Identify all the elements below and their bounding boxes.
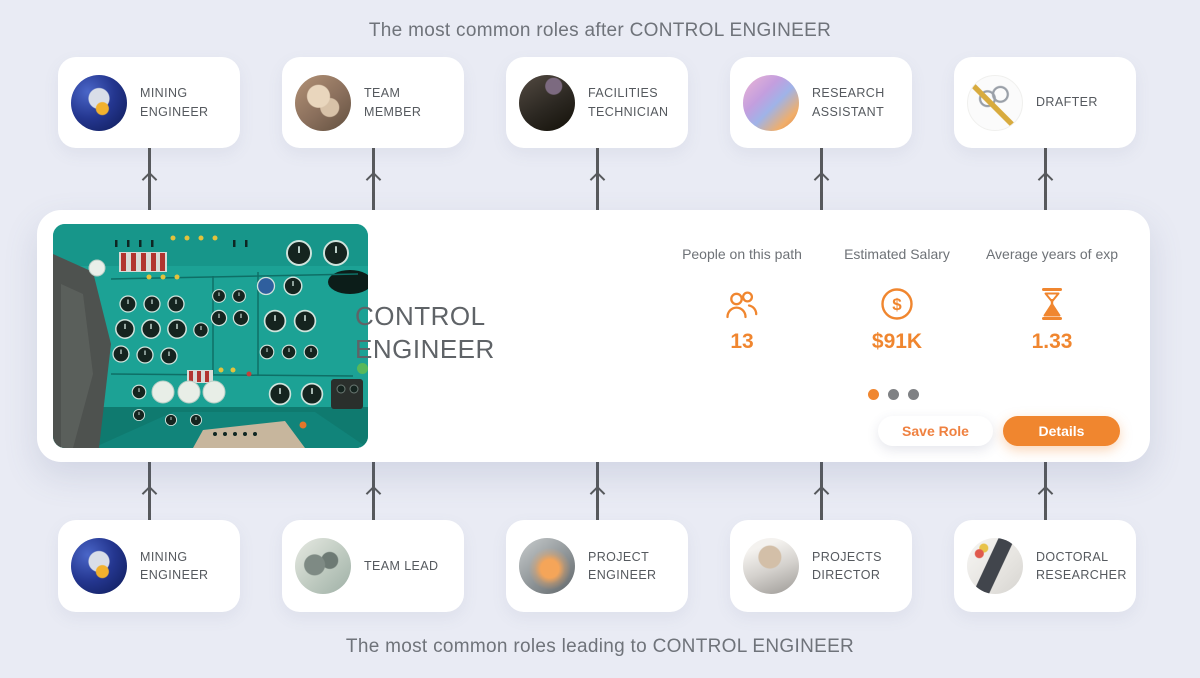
up-arrow <box>589 148 605 212</box>
up-arrow <box>1037 148 1053 212</box>
role-title: FACILITIES TECHNICIAN <box>588 86 669 119</box>
role-photo-mining-engineer <box>71 74 127 131</box>
stat-people-on-path: People on this path 13 <box>657 246 827 354</box>
role-photo-projects-director <box>743 538 799 594</box>
role-photo-research-assistant <box>743 74 799 131</box>
role-card-mining-engineer-after[interactable]: MINING ENGINEER <box>58 57 240 148</box>
status-dot-green <box>357 363 368 374</box>
role-title: RESEARCH ASSISTANT <box>812 86 885 119</box>
up-arrow <box>141 462 157 520</box>
role-title: PROJECTS DIRECTOR <box>812 549 882 582</box>
role-card-drafter[interactable]: DRAFTER <box>954 57 1136 148</box>
stat-value: 13 <box>730 330 754 353</box>
role-card-research-assistant[interactable]: RESEARCH ASSISTANT <box>730 57 912 148</box>
role-photo-team-lead <box>295 538 351 594</box>
role-photo-project-engineer <box>519 538 575 594</box>
role-title: TEAM LEAD <box>364 558 439 573</box>
up-arrow <box>589 462 605 520</box>
role-title: TEAM MEMBER <box>364 86 422 119</box>
stat-label: Average years of exp <box>985 246 1119 262</box>
up-arrow <box>365 462 381 520</box>
control-engineer-card: CONTROL ENGINEER People on this path 13 … <box>37 210 1150 462</box>
role-title: DRAFTER <box>1036 95 1098 110</box>
carousel-pagination <box>868 389 919 400</box>
main-role-title: CONTROL ENGINEER <box>355 301 495 365</box>
role-photo-team-member <box>295 74 351 131</box>
role-card-mining-engineer-before[interactable]: MINING ENGINEER <box>58 520 240 612</box>
role-title: MINING ENGINEER <box>140 549 209 582</box>
save-role-button[interactable]: Save Role <box>878 416 993 446</box>
stat-label: People on this path <box>682 246 802 262</box>
role-title: PROJECT ENGINEER <box>588 549 657 582</box>
role-photo-facilities-technician <box>519 74 575 131</box>
roles-before-title: The most common roles leading to CONTROL… <box>345 636 855 657</box>
up-arrow <box>813 148 829 212</box>
pagination-dot-2[interactable] <box>888 389 899 400</box>
people-icon <box>657 284 827 324</box>
role-photo-drafter <box>967 74 1023 131</box>
role-card-team-lead[interactable]: TEAM LEAD <box>282 520 464 612</box>
up-arrow <box>141 148 157 212</box>
up-arrow <box>813 462 829 520</box>
role-card-projects-director[interactable]: PROJECTS DIRECTOR <box>730 520 912 612</box>
role-card-facilities-technician[interactable]: FACILITIES TECHNICIAN <box>506 57 688 148</box>
up-arrow <box>365 148 381 212</box>
roles-after-title: The most common roles after CONTROL ENGI… <box>368 20 832 41</box>
control-panel-photo <box>53 224 368 448</box>
pagination-dot-1[interactable] <box>868 389 879 400</box>
role-card-project-engineer[interactable]: PROJECT ENGINEER <box>506 520 688 612</box>
dollar-icon: $ <box>812 284 982 324</box>
stat-label: Estimated Salary <box>844 246 950 262</box>
role-title: DOCTORAL RESEARCHER <box>1036 549 1127 582</box>
stat-value: 1.33 <box>1031 330 1073 353</box>
pagination-dot-3[interactable] <box>908 389 919 400</box>
role-card-doctoral-researcher[interactable]: DOCTORAL RESEARCHER <box>954 520 1136 612</box>
svg-text:$: $ <box>892 295 902 314</box>
stat-value: $91K <box>871 330 923 353</box>
role-photo-doctoral-researcher <box>967 538 1023 594</box>
role-photo-mining-engineer <box>71 538 127 594</box>
stat-average-years-exp: Average years of exp 1.33 <box>967 246 1137 354</box>
details-button[interactable]: Details <box>1003 416 1120 446</box>
stat-estimated-salary: Estimated Salary $ $91K <box>812 246 982 354</box>
hourglass-icon <box>967 284 1137 324</box>
role-title: MINING ENGINEER <box>140 86 209 119</box>
role-card-team-member[interactable]: TEAM MEMBER <box>282 57 464 148</box>
up-arrow <box>1037 462 1053 520</box>
